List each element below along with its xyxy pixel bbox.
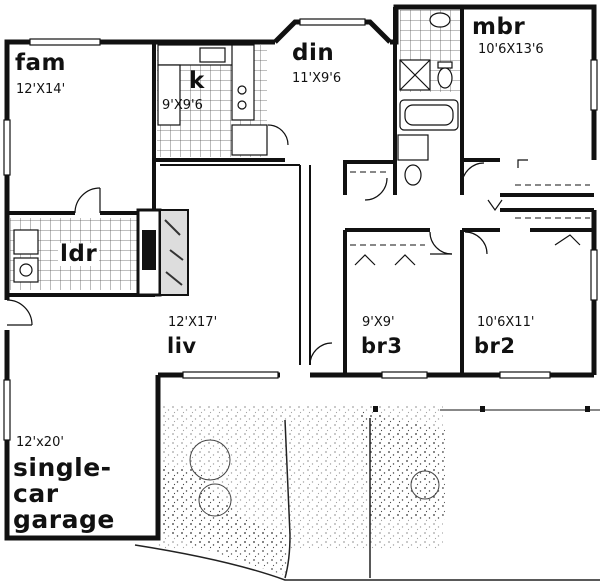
room-name-din: din — [292, 40, 335, 66]
shrub — [198, 483, 232, 517]
room-name-k: k — [189, 68, 205, 94]
room-dim-liv: 12'X17' — [168, 315, 218, 330]
interior-walls — [7, 7, 594, 375]
window-br2-side — [590, 249, 598, 301]
room-name-fam: fam — [15, 50, 66, 76]
closet-rods — [350, 171, 590, 246]
laundry-appliances — [13, 229, 39, 283]
room-name-ldr: ldr — [58, 241, 100, 267]
planting-bed-right — [360, 410, 445, 520]
toilet-icon — [404, 164, 422, 186]
room-dim-br3: 9'X9' — [362, 315, 395, 330]
garage-label-line-3: garage — [13, 505, 115, 534]
walkway-edge-2 — [284, 419, 291, 579]
room-dim-din: 11'X9'6 — [292, 71, 342, 86]
porch-posts — [373, 406, 590, 412]
room-name-br2: br2 — [474, 334, 516, 358]
window-fam-top — [29, 38, 101, 46]
landscaping — [134, 405, 600, 581]
bath-fixtures — [397, 12, 459, 186]
room-dim-mbr: 10'6X13'6 — [478, 42, 544, 57]
garage-label-line-2: car — [13, 479, 59, 508]
window-liv — [182, 371, 279, 379]
room-dim-fam: 12'X14' — [16, 82, 66, 97]
shrub — [189, 439, 231, 481]
walkway-edge — [134, 544, 600, 581]
fireplace — [136, 208, 189, 297]
room-name-mbr: mbr — [472, 14, 526, 40]
kitchen-counters — [157, 44, 268, 156]
window-garage — [3, 379, 11, 441]
window-din — [299, 18, 366, 26]
room-name-garage: single- car garage — [13, 455, 115, 533]
washer-icon — [13, 229, 39, 255]
room-name-br3: br3 — [361, 334, 403, 358]
planting-bed-left — [158, 465, 290, 575]
windows — [3, 18, 598, 441]
window-br2 — [499, 371, 551, 379]
room-dim-k: 9'X9'6 — [162, 98, 203, 113]
door-swings — [6, 124, 581, 366]
window-fam — [3, 119, 11, 176]
window-mbr — [590, 59, 598, 111]
sink-icon — [199, 47, 226, 63]
window-br3 — [381, 371, 428, 379]
sink-icon — [429, 12, 451, 28]
shrub — [410, 470, 440, 500]
toilet-icon — [437, 67, 453, 89]
room-dim-garage: 12'x20' — [16, 435, 64, 450]
room-dim-br2: 10'6X11' — [477, 315, 535, 330]
fridge-icon — [231, 124, 268, 156]
room-name-liv: liv — [167, 334, 197, 358]
garage-label-line-1: single- — [13, 453, 112, 482]
